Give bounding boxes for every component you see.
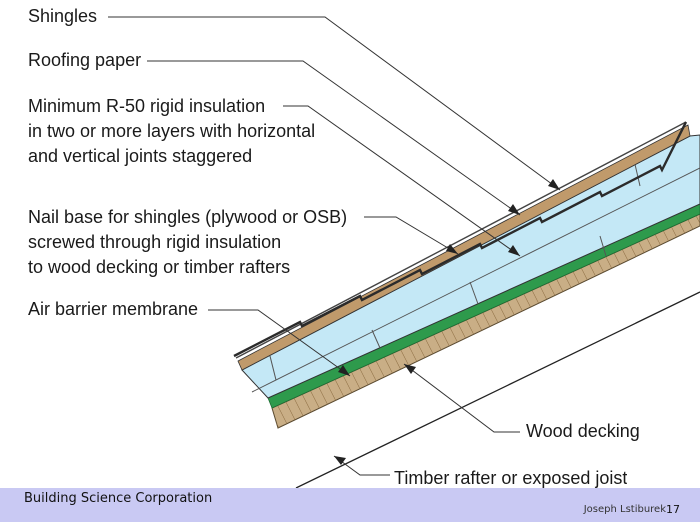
label-nail-base-line-1: Nail base for shingles (plywood or OSB) [28,207,348,227]
insulation-vertical-joint [469,281,479,305]
roofing-paper-layer [235,121,687,359]
insulation-vertical-joint [599,235,607,257]
wood-decking-hatching [272,214,700,428]
leader-insulation [283,105,521,257]
arrowhead-air-barrier [338,365,350,376]
slide-footer: Building Science Corporation Joseph Lsti… [0,488,700,522]
label-wood-decking: Wood decking [526,419,640,444]
label-wood-decking-text: Wood decking [526,421,640,441]
label-rafter-text: Timber rafter or exposed joist [394,468,628,488]
leader-lines [108,16,561,476]
label-shingles-text: Shingles [28,6,98,26]
shingles-layer [233,121,688,358]
leader-shingles [108,16,561,191]
insulation-vertical-joint [269,355,277,381]
label-shingles: Shingles [28,4,97,29]
label-roofing-paper: Roofing paper [28,48,141,73]
arrowhead-shingles [548,179,560,190]
timber-rafter-line [295,291,700,488]
arrowhead-roofing-paper [508,204,520,215]
arrowhead-insulation [508,245,520,256]
insulation-vertical-joint [371,329,381,349]
insulation-layer-joint [251,167,700,393]
label-insulation-line-2: in two or more layers with horizontal [28,121,316,141]
leader-air-barrier [208,309,351,377]
footer-author: Joseph Lstiburek [583,504,666,515]
label-rafter: Timber rafter or exposed joist [394,466,627,488]
leader-roofing-paper [147,60,521,216]
roof-assembly-diagram [108,16,700,488]
label-nail-base-line-2: screwed through rigid insulation [28,232,282,252]
arrowhead-wood-decking [404,364,416,374]
label-air-barrier-text: Air barrier membrane [28,299,199,319]
label-insulation: Minimum R-50 rigid insulation in two or … [28,94,315,169]
footer-organization: Building Science Corporation [24,491,213,506]
label-nail-base: Nail base for shingles (plywood or OSB) … [28,205,347,280]
nail-base-layer [237,124,691,371]
arrowhead-nail-base [446,244,458,254]
leader-nail-base [364,216,459,255]
label-roofing-paper-text: Roofing paper [28,50,142,70]
footer-page-number: 17 [666,503,680,516]
label-insulation-line-1: Minimum R-50 rigid insulation [28,96,266,116]
label-nail-base-line-3: to wood decking or timber rafters [28,257,291,277]
label-insulation-line-3: and vertical joints staggered [28,146,253,166]
arrowhead-rafter [334,456,346,465]
label-air-barrier: Air barrier membrane [28,297,198,322]
leader-arrowheads [334,179,560,465]
leader-wood-decking [403,363,520,433]
